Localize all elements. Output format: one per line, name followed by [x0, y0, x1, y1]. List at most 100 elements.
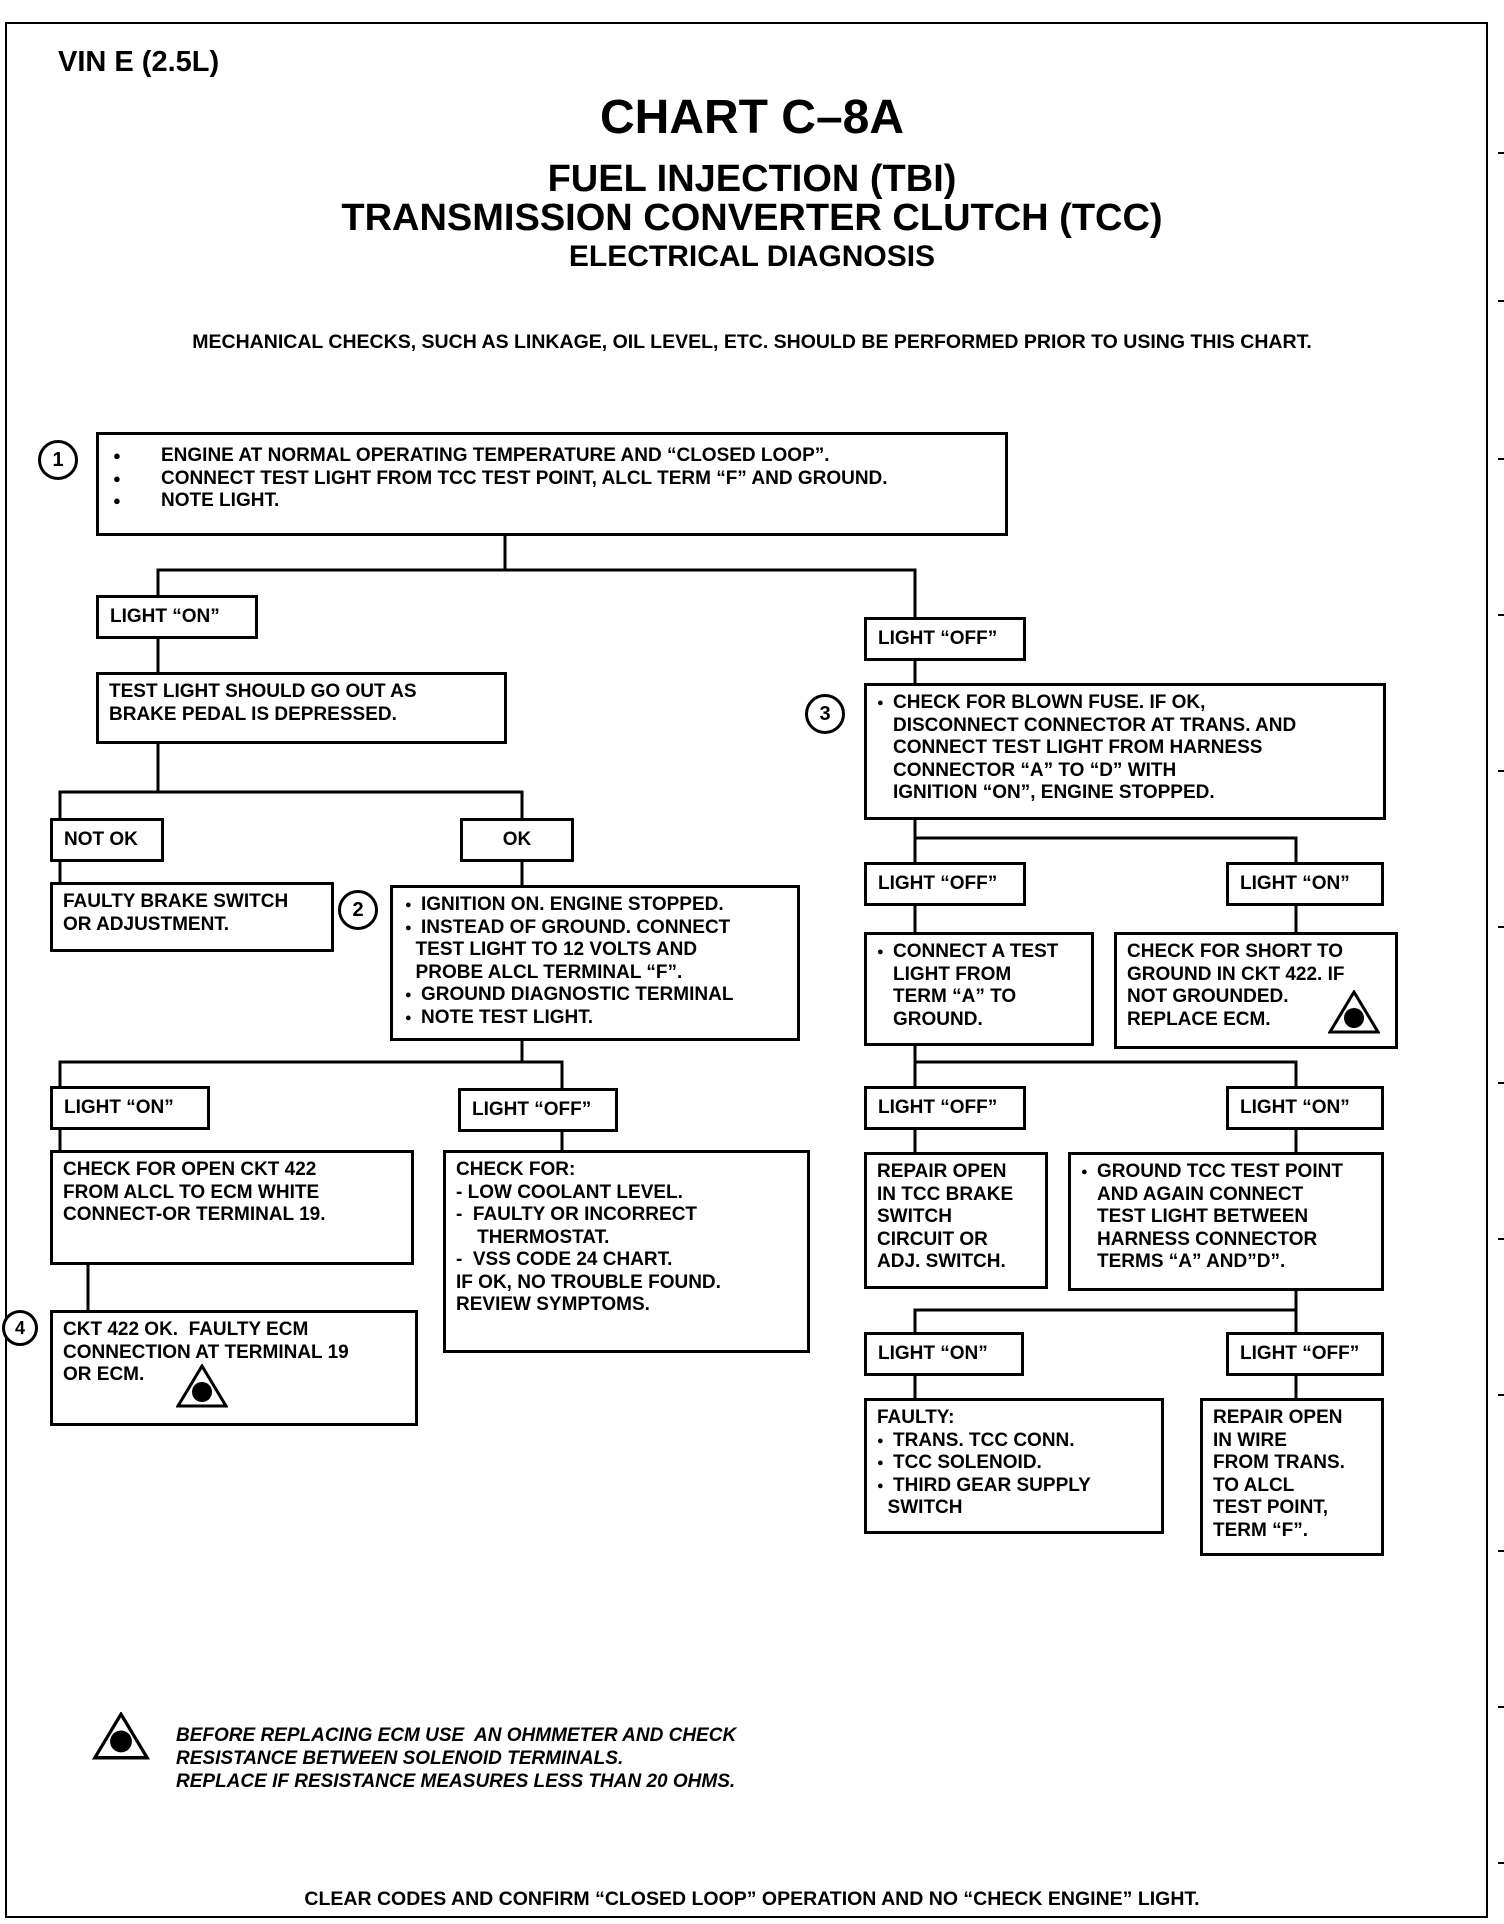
box-line: CIRCUIT OR — [877, 1228, 988, 1250]
box-line: GROUND. — [893, 1008, 983, 1030]
footer-instruction: CLEAR CODES AND CONFIRM “CLOSED LOOP” OP… — [304, 1888, 1200, 1910]
edge-tick — [1498, 152, 1504, 154]
box-line: IF OK, NO TROUBLE FOUND. — [456, 1271, 721, 1293]
ignition-box: IGNITION ON. ENGINE STOPPED. INSTEAD OF … — [390, 885, 800, 1041]
box-line: - LOW COOLANT LEVEL. — [456, 1181, 683, 1203]
label-light-off-1: LIGHT “OFF” — [864, 617, 1026, 661]
box-line: HARNESS CONNECTOR — [1097, 1228, 1318, 1250]
box-line: TERM “F”. — [1213, 1519, 1308, 1541]
edge-tick — [1498, 1862, 1504, 1864]
edge-tick — [1498, 770, 1504, 772]
box-line: THIRD GEAR SUPPLY — [877, 1475, 1151, 1498]
box-line: TEST LIGHT SHOULD GO OUT AS — [109, 681, 417, 702]
box-line: TCC SOLENOID. — [877, 1452, 1151, 1475]
label-light-on-1: LIGHT “ON” — [96, 595, 258, 639]
label-light-off-2: LIGHT “OFF” — [458, 1088, 618, 1132]
box-line: IN TCC BRAKE — [877, 1183, 1014, 1205]
box-line: TEST POINT, — [1213, 1497, 1329, 1518]
faulty-parts-box: FAULTY: TRANS. TCC CONN. TCC SOLENOID. T… — [864, 1398, 1164, 1534]
step-1-marker: 1 — [38, 440, 78, 480]
box-line: CONNECTION AT TERMINAL 19 — [63, 1341, 349, 1363]
title-fuel-injection: FUEL INJECTION (TBI) — [547, 158, 957, 200]
box-line: REPAIR OPEN — [877, 1161, 1007, 1182]
step-3-marker: 3 — [805, 694, 845, 734]
step-1-line: CONNECT TEST LIGHT FROM TCC TEST POINT, … — [109, 468, 995, 491]
box-line: SWITCH — [877, 1206, 952, 1227]
box-line: NOTE TEST LIGHT. — [405, 1007, 787, 1030]
box-line: BRAKE PEDAL IS DEPRESSED. — [109, 703, 397, 725]
warning-note-line: RESISTANCE BETWEEN SOLENOID TERMINALS. — [176, 1748, 624, 1769]
step-1-line: NOTE LIGHT. — [109, 490, 995, 513]
edge-tick — [1498, 458, 1504, 460]
label-light-off-3: LIGHT “OFF” — [864, 862, 1026, 906]
box-line: TEST LIGHT TO 12 VOLTS AND — [405, 939, 698, 960]
box-line: CKT 422 OK. FAULTY ECM — [63, 1319, 309, 1340]
ecm-warning-triangle-icon — [1328, 990, 1380, 1034]
edge-tick — [1498, 1238, 1504, 1240]
box-line: THERMOSTAT. — [456, 1226, 610, 1248]
step-4-marker: 4 — [2, 1310, 38, 1346]
box-line: FROM ALCL TO ECM WHITE — [63, 1181, 320, 1203]
box-line: REPAIR OPEN — [1213, 1407, 1343, 1428]
label-not-ok: NOT OK — [50, 818, 164, 862]
box-line: CONNECT-OR TERMINAL 19. — [63, 1204, 326, 1225]
box-line: OR ECM. — [63, 1364, 145, 1385]
box-line: ADJ. SWITCH. — [877, 1251, 1006, 1272]
title-tcc: TRANSMISSION CONVERTER CLUTCH (TCC) — [341, 197, 1163, 239]
ecm-warning-triangle-icon — [92, 1712, 150, 1760]
box-line: GROUND TCC TEST POINT — [1081, 1161, 1371, 1184]
box-line: CONNECTOR “A” TO “D” WITH — [893, 759, 1177, 781]
box-line: CONNECT TEST LIGHT FROM HARNESS — [893, 737, 1263, 758]
edge-tick — [1498, 1550, 1504, 1552]
warning-note-line: REPLACE IF RESISTANCE MEASURES LESS THAN… — [176, 1771, 736, 1792]
box-line: CHECK FOR OPEN CKT 422 — [63, 1159, 317, 1180]
faulty-brake-box: FAULTY BRAKE SWITCH OR ADJUSTMENT. — [50, 882, 334, 952]
box-line: PROBE ALCL TERMINAL “F”. — [405, 961, 683, 983]
repair-wire-box: REPAIR OPEN IN WIRE FROM TRANS. TO ALCL … — [1200, 1398, 1384, 1556]
label-light-on-2: LIGHT “ON” — [50, 1086, 210, 1130]
box-line: OR ADJUSTMENT. — [63, 913, 230, 935]
box-line: SWITCH — [877, 1497, 963, 1518]
mechanical-checks-note: MECHANICAL CHECKS, SUCH AS LINKAGE, OIL … — [192, 331, 1312, 353]
box-line: TERM “A” TO — [893, 986, 1017, 1007]
warning-note-line: BEFORE REPLACING ECM USE AN OHMMETER AND… — [176, 1725, 737, 1746]
box-line: FAULTY BRAKE SWITCH — [63, 891, 289, 912]
ecm-warning-triangle-icon — [176, 1364, 228, 1408]
open-ckt-box: CHECK FOR OPEN CKT 422 FROM ALCL TO ECM … — [50, 1150, 414, 1265]
box-line: CHECK FOR BLOWN FUSE. IF OK, — [877, 692, 1373, 715]
box-line: GROUND IN CKT 422. IF — [1127, 963, 1345, 985]
edge-tick — [1498, 1082, 1504, 1084]
label-light-off-4: LIGHT “OFF” — [864, 1086, 1026, 1130]
step-1-box: ENGINE AT NORMAL OPERATING TEMPERATURE A… — [96, 432, 1008, 536]
vin-label: VIN E (2.5L) — [58, 46, 220, 78]
ground-tcc-box: GROUND TCC TEST POINT AND AGAIN CONNECT … — [1068, 1152, 1384, 1291]
label-light-off-5: LIGHT “OFF” — [1226, 1332, 1384, 1376]
box-line: REPLACE ECM. — [1127, 1008, 1271, 1030]
box-line: TEST LIGHT BETWEEN — [1097, 1206, 1309, 1227]
box-line: REVIEW SYMPTOMS. — [456, 1294, 650, 1315]
label-light-on-4: LIGHT “ON” — [1226, 1086, 1384, 1130]
label-light-on-3: LIGHT “ON” — [1226, 862, 1384, 906]
repair-brake-box: REPAIR OPEN IN TCC BRAKE SWITCH CIRCUIT … — [864, 1152, 1048, 1289]
edge-tick — [1498, 300, 1504, 302]
box-line: INSTEAD OF GROUND. CONNECT — [405, 917, 787, 940]
edge-tick — [1498, 1706, 1504, 1708]
box-line: DISCONNECT CONNECTOR AT TRANS. AND — [893, 714, 1297, 736]
blown-fuse-box: CHECK FOR BLOWN FUSE. IF OK, DISCONNECT … — [864, 683, 1386, 820]
title-electrical-diagnosis: ELECTRICAL DIAGNOSIS — [568, 240, 936, 273]
check-for-box: CHECK FOR: - LOW COOLANT LEVEL. - FAULTY… — [443, 1150, 810, 1353]
box-line: NOT GROUNDED. — [1127, 986, 1289, 1007]
warning-note: BEFORE REPLACING ECM USE AN OHMMETER AND… — [176, 1724, 736, 1793]
box-line: TERMS “A” AND”D”. — [1097, 1251, 1286, 1272]
chart-frame — [5, 22, 1488, 1918]
step-1-line: ENGINE AT NORMAL OPERATING TEMPERATURE A… — [109, 445, 995, 468]
box-line: TO ALCL — [1213, 1474, 1295, 1496]
box-line: CHECK FOR: — [456, 1159, 576, 1180]
box-line: IN WIRE — [1213, 1429, 1287, 1451]
box-line: TRANS. TCC CONN. — [877, 1430, 1151, 1453]
connect-test-box: CONNECT A TEST LIGHT FROM TERM “A” TO GR… — [864, 932, 1094, 1046]
box-line: LIGHT FROM — [893, 963, 1012, 985]
chart-number: CHART C–8A — [599, 91, 905, 144]
label-light-on-5: LIGHT “ON” — [864, 1332, 1024, 1376]
